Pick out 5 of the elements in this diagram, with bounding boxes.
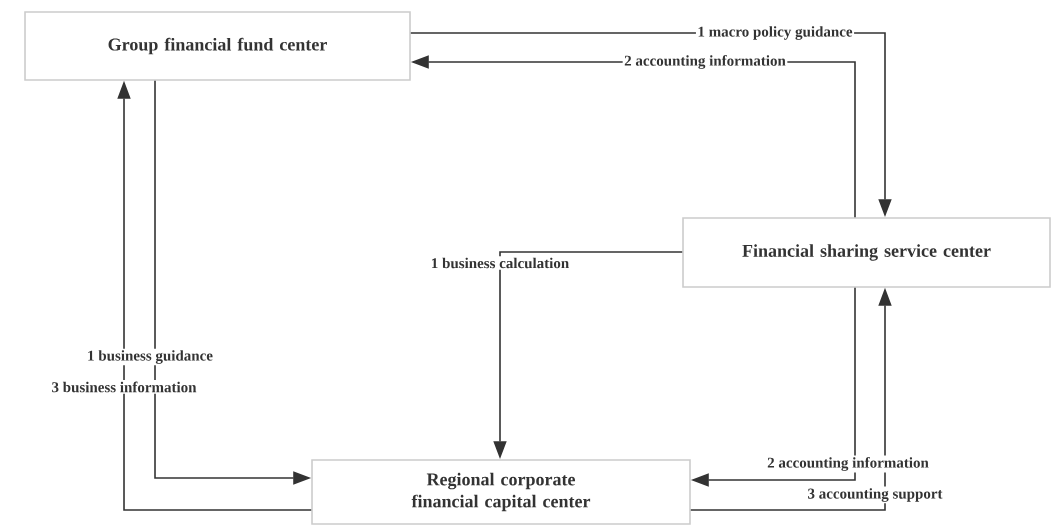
process-box: Group financial fund center (24, 11, 411, 81)
process-box: Financial sharing service center (682, 217, 1051, 288)
edge-label: 3 business information (50, 380, 198, 394)
edge-label: 1 business calculation (429, 256, 571, 270)
process-box: Regional corporate financial capital center (311, 459, 691, 525)
